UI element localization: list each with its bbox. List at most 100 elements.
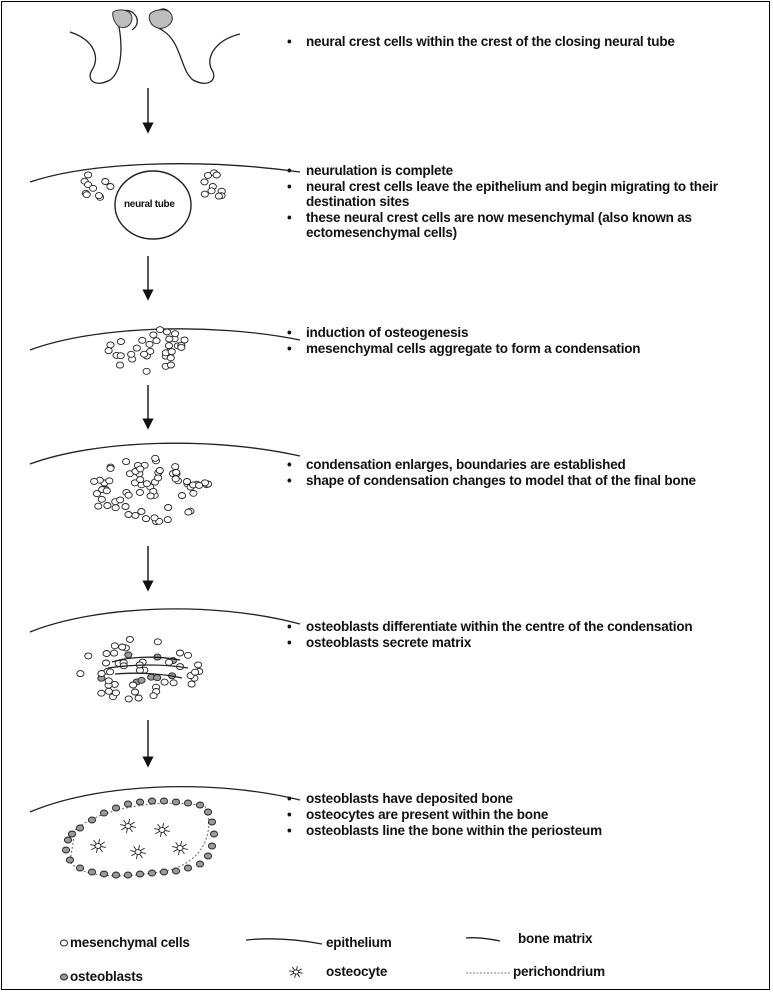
mesenchymal-cell (207, 187, 216, 195)
mesenchymal-cell (140, 350, 149, 358)
mesenchymal-cell (182, 478, 192, 485)
stage2-mesenchymal-cells (80, 169, 226, 201)
osteoblast-cell (137, 676, 146, 684)
mesenchymal-cell (167, 348, 176, 356)
osteocyte-icon (154, 823, 170, 837)
mesenchymal-cell (183, 651, 193, 659)
legend-osteoblast-icon (60, 973, 68, 981)
bullet: shape of condensation changes to model t… (287, 473, 757, 488)
mesenchymal-cell (177, 343, 186, 351)
mesenchymal-cell (116, 352, 125, 360)
mesenchymal-cell (172, 468, 181, 476)
stage1-neural-folds (69, 8, 241, 84)
legend-epithelium-icon (245, 938, 323, 945)
mesenchymal-cell (135, 488, 144, 496)
mesenchymal-cell (171, 463, 180, 471)
mesenchymal-cell (94, 192, 104, 200)
bullet: condensation enlarges, boundaries are es… (287, 457, 757, 472)
legend-perichondrium-label: perichondrium (513, 964, 605, 979)
stage5-epithelium (29, 608, 301, 633)
osteoblast-cell (183, 799, 193, 807)
mesenchymal-cell (106, 183, 115, 190)
bullet: neural crest cells within the crest of t… (287, 34, 757, 49)
mesenchymal-cell (104, 687, 113, 695)
mesenchymal-cell (138, 336, 147, 344)
osteoblast-cell (75, 824, 85, 832)
mesenchymal-cell (194, 661, 203, 669)
stage3-epithelium (29, 328, 301, 351)
stage1-text: neural crest cells within the crest of t… (287, 34, 757, 50)
bullet: osteoblasts have deposited bone (287, 791, 757, 806)
osteoblast-cell (209, 830, 219, 838)
legend-osteoblasts-label: osteoblasts (70, 969, 143, 984)
bullet: osteocytes are present within the bone (287, 807, 757, 822)
stage4-enlarged-condensation (90, 454, 213, 525)
mesenchymal-cell (130, 688, 140, 696)
mesenchymal-cell (84, 171, 93, 179)
osteoblast-cell (183, 864, 193, 872)
osteoblast-cell (147, 869, 157, 877)
bullet: mesenchymal cells aggregate to form a co… (287, 341, 757, 356)
stage6-osteocytes (90, 819, 188, 859)
mesenchymal-cell (166, 354, 175, 362)
mesenchymal-cell (142, 480, 151, 488)
osteoblast-cell (171, 798, 181, 806)
mesenchymal-cell (155, 467, 164, 474)
mesenchymal-cell (89, 184, 98, 192)
mesenchymal-cell (165, 335, 174, 343)
mesenchymal-cell (164, 504, 173, 511)
bullet: osteoblasts differentiate within the cen… (287, 619, 767, 634)
mesenchymal-cell (171, 475, 180, 483)
mesenchymal-cell (177, 492, 187, 499)
neural-tube-shape (114, 170, 192, 240)
mesenchymal-cell (180, 336, 189, 344)
osteocyte-icon (90, 839, 106, 853)
mesenchymal-cell (134, 694, 143, 702)
mesenchymal-cell (151, 454, 160, 462)
bullet: neural crest cells leave the epithelium … (287, 179, 767, 209)
mesenchymal-cell (92, 490, 101, 498)
mesenchymal-cell (124, 695, 133, 703)
osteoblast-cell (147, 797, 157, 805)
osteoblast-cell (135, 798, 145, 806)
mesenchymal-cell (149, 331, 158, 339)
mesenchymal-cell (106, 668, 115, 676)
osteoblast-cell (99, 809, 109, 817)
osteoblast-cell (207, 842, 217, 850)
mesenchymal-cell (162, 328, 171, 336)
stage5-bone-matrix (107, 656, 189, 679)
stage5-text: osteoblasts differentiate within the cen… (287, 619, 767, 651)
stage6-osteoblast-lining (61, 797, 219, 879)
stage6-epithelium (29, 785, 301, 813)
osteoblast-cell (87, 868, 97, 876)
osteoblast-cell (67, 830, 77, 838)
stage5-osteoblast-condensation (76, 635, 204, 703)
mesenchymal-cell (101, 178, 110, 185)
mesenchymal-cell (116, 496, 125, 504)
osteoblast-cell (203, 808, 213, 816)
mesenchymal-cell (97, 670, 106, 677)
mesenchymal-cell (76, 670, 85, 678)
stage6-text: osteoblasts have deposited bone osteocyt… (287, 791, 757, 839)
mesenchymal-cell (164, 658, 174, 666)
stage2-text: neurulation is complete neural crest cel… (287, 163, 767, 241)
osteoblast-cell (75, 864, 85, 872)
legend-bone-matrix-label: bone matrix (518, 931, 593, 946)
mesenchymal-cell (111, 504, 120, 512)
mesenchymal-cell (122, 458, 131, 466)
mesenchymal-cell (160, 678, 169, 686)
mesenchymal-cell (127, 350, 136, 358)
osteoblast-cell (153, 674, 162, 682)
mesenchymal-cell (187, 680, 196, 688)
bullet: these neural crest cells are now mesench… (287, 210, 767, 240)
mesenchymal-cell (200, 190, 209, 198)
mesenchymal-cell (105, 477, 114, 485)
mesenchymal-cell (103, 502, 112, 509)
mesenchymal-cell (110, 642, 119, 650)
osteoblast-cell (195, 860, 205, 868)
mesenchymal-cell (102, 487, 111, 495)
mesenchymal-cell (97, 495, 106, 503)
mesenchymal-cell (111, 689, 120, 697)
mesenchymal-cell (154, 474, 163, 482)
